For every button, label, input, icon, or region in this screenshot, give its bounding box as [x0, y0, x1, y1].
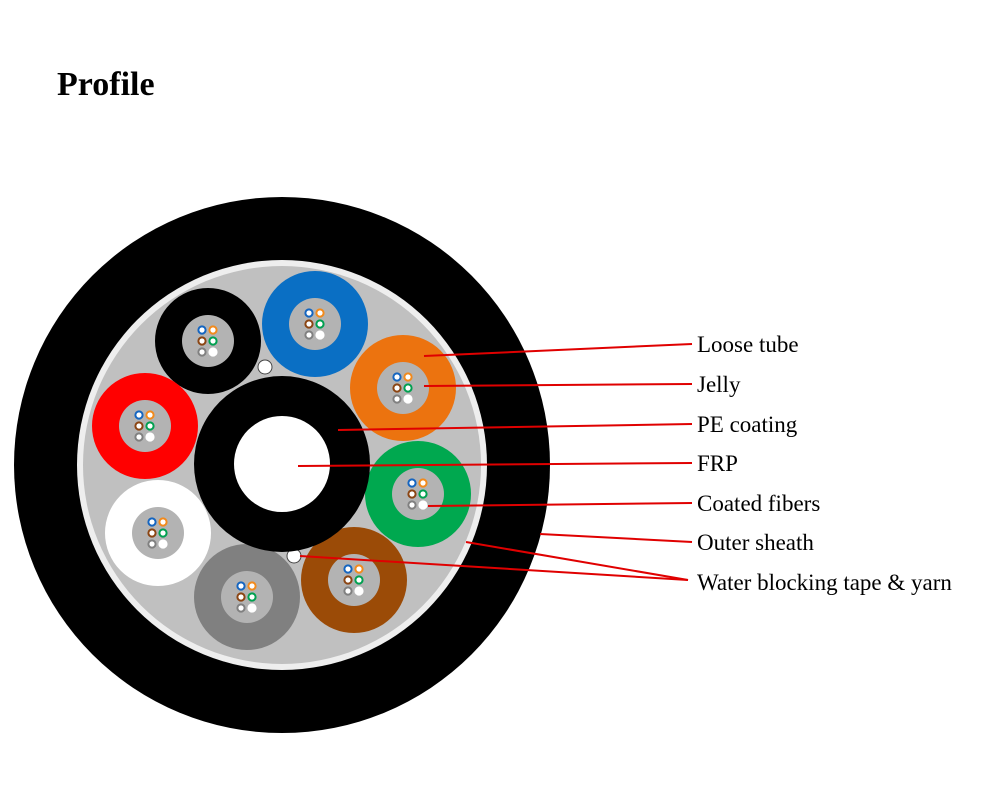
coated-fiber: [343, 586, 353, 596]
coated-fiber: [403, 394, 413, 404]
loose-tube-orange: [350, 335, 456, 441]
loose-tubes-group: [92, 271, 471, 650]
jelly: [328, 554, 380, 606]
coated-fiber: [145, 421, 155, 431]
loose-tube-blue: [262, 271, 368, 377]
coated-fiber: [208, 325, 218, 335]
coated-fiber: [407, 500, 417, 510]
coated-fiber: [247, 581, 257, 591]
coated-fiber: [354, 564, 364, 574]
coated-fiber: [407, 489, 417, 499]
coated-fiber: [147, 539, 157, 549]
coated-fiber: [247, 603, 257, 613]
leader-line-water-blocking-yarn: [299, 555, 689, 581]
leader-line-water-blocking-tape: [465, 541, 689, 581]
coated-fiber: [158, 539, 168, 549]
coated-fiber: [208, 336, 218, 346]
jelly: [132, 507, 184, 559]
coated-fiber: [145, 432, 155, 442]
leader-line-jelly: [423, 383, 693, 387]
coated-fiber: [197, 336, 207, 346]
label-coated-fibers: Coated fibers: [697, 491, 820, 516]
coated-fiber: [354, 575, 364, 585]
coated-fiber: [158, 517, 168, 527]
coated-fiber: [197, 347, 207, 357]
label-loose-tube: Loose tube: [697, 332, 799, 357]
coated-fiber: [343, 575, 353, 585]
label-jelly: Jelly: [697, 372, 741, 397]
coated-fiber: [403, 372, 413, 382]
loose-tube-brown: [301, 527, 407, 633]
coated-fiber: [247, 592, 257, 602]
coated-fiber: [304, 330, 314, 340]
coated-fiber: [418, 500, 428, 510]
coated-fiber: [134, 432, 144, 442]
page-title: Profile: [57, 66, 155, 103]
leader-lines: [297, 343, 693, 581]
jelly: [221, 571, 273, 623]
loose-tube-gray: [194, 544, 300, 650]
coated-fiber: [354, 586, 364, 596]
coated-fiber: [197, 325, 207, 335]
coated-fiber: [147, 517, 157, 527]
coated-fiber: [418, 489, 428, 499]
leader-line-pe-coating: [337, 423, 693, 431]
coated-fiber: [407, 478, 417, 488]
coated-fiber: [147, 528, 157, 538]
coated-fiber: [392, 372, 402, 382]
jelly: [182, 315, 234, 367]
loose-tube-green: [365, 441, 471, 547]
jelly: [377, 362, 429, 414]
coated-fiber: [236, 581, 246, 591]
coated-fiber: [315, 319, 325, 329]
loose-tube-red: [92, 373, 198, 479]
leader-line-frp: [297, 462, 693, 467]
leader-line-loose-tube: [423, 343, 693, 357]
jelly: [392, 468, 444, 520]
frp-central-member: [234, 416, 330, 512]
leader-line-coated-fibers: [427, 502, 693, 507]
coated-fiber: [418, 478, 428, 488]
label-outer-sheath: Outer sheath: [697, 530, 814, 555]
coated-fiber: [304, 308, 314, 318]
coated-fiber: [315, 330, 325, 340]
loose-tube-white: [105, 480, 211, 586]
coated-fiber: [158, 528, 168, 538]
coated-fiber: [236, 603, 246, 613]
coated-fiber: [145, 410, 155, 420]
coated-fiber: [403, 383, 413, 393]
label-frp: FRP: [697, 451, 738, 476]
coated-fiber: [343, 564, 353, 574]
coated-fiber: [134, 421, 144, 431]
coated-fiber: [208, 347, 218, 357]
label-pe-coating: PE coating: [697, 412, 798, 437]
coated-fiber: [315, 308, 325, 318]
coated-fiber: [392, 383, 402, 393]
loose-tube-black: [155, 288, 261, 394]
coated-fiber: [392, 394, 402, 404]
leader-line-outer-sheath: [539, 533, 693, 543]
jelly: [119, 400, 171, 452]
coated-fiber: [134, 410, 144, 420]
water-blocking-yarn: [257, 359, 273, 375]
coated-fiber: [304, 319, 314, 329]
label-water-blocking: Water blocking tape & yarn: [697, 570, 952, 595]
coated-fiber: [236, 592, 246, 602]
jelly: [289, 298, 341, 350]
